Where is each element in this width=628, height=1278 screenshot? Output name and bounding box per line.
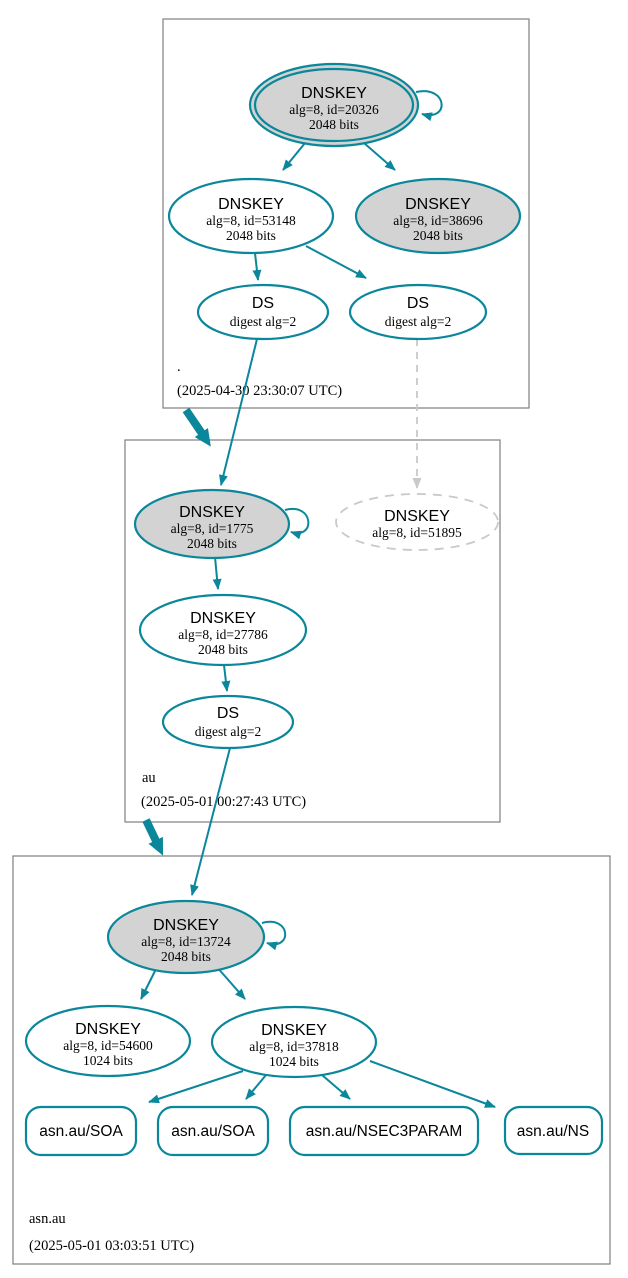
root-ds-right-ellipse <box>348 283 488 341</box>
zone-au-timestamp: (2025-05-01 00:27:43 UTC) <box>141 794 306 810</box>
asnau-zsk-detail2: 1024 bits <box>269 1054 319 1069</box>
au-ds-detail1: digest alg=2 <box>195 724 261 739</box>
edge-asnau-ksk-to-key54600 <box>140 966 158 1000</box>
edge-root-zsk-to-ds-left <box>252 252 262 281</box>
node-au-ds: DS digest alg=2 <box>161 694 295 750</box>
rrset-nsec3param-label: asn.au/NSEC3PARAM <box>306 1123 463 1140</box>
node-au-ksk-dnskey-1775: DNSKEY alg=8, id=1775 2048 bits <box>133 488 291 560</box>
node-root-ds-right: DS digest alg=2 <box>348 283 488 341</box>
node-au-missing-dnskey-51895: DNSKEY alg=8, id=51895 <box>335 493 499 551</box>
root-zsk-detail2: 2048 bits <box>226 228 276 243</box>
root-ksk-title: DNSKEY <box>301 85 367 102</box>
edge-zone-transition-root-to-au <box>182 407 211 447</box>
rrset-ns-label: asn.au/NS <box>517 1123 589 1140</box>
asnau-ksk-detail1: alg=8, id=13724 <box>141 934 231 949</box>
rrset-soa1-rect <box>24 1105 138 1157</box>
root-zsk-title: DNSKEY <box>218 196 284 213</box>
zone-au-label: au <box>142 770 156 786</box>
zone-asnau-timestamp: (2025-05-01 03:03:51 UTC) <box>29 1238 194 1254</box>
root-ds-right-title: DS <box>407 295 429 312</box>
node-root-dnskey-38696: DNSKEY alg=8, id=38696 2048 bits <box>354 177 522 255</box>
node-root-ds-left: DS digest alg=2 <box>196 283 330 341</box>
node-rrset-soa1: asn.au/SOA <box>24 1105 138 1157</box>
zone-asnau-label: asn.au <box>29 1211 66 1227</box>
root-ds-left-ellipse <box>196 283 330 341</box>
root-ksk-detail2: 2048 bits <box>309 117 359 132</box>
root-ds-right-detail1: digest alg=2 <box>385 314 451 329</box>
rrset-soa1-label: asn.au/SOA <box>39 1123 123 1140</box>
edge-zone-transition-au-to-asnau <box>142 818 164 856</box>
au-ksk-detail1: alg=8, id=1775 <box>171 521 254 536</box>
au-ds-title: DS <box>217 705 239 722</box>
rrset-nsec3param-rect <box>288 1105 480 1157</box>
root-key38696-detail2: 2048 bits <box>413 228 463 243</box>
asnau-zsk-ellipse <box>210 1005 378 1079</box>
zone-root-label: . <box>177 359 181 375</box>
edge-au-ksk-to-zsk <box>212 556 222 590</box>
zone-root-box <box>162 18 530 409</box>
edge-asnau-zsk-to-ns <box>369 1060 496 1108</box>
zone-root-timestamp: (2025-04-30 23:30:07 UTC) <box>177 383 342 399</box>
asnau-ksk-detail2: 2048 bits <box>161 949 211 964</box>
node-au-zsk-dnskey-27786: DNSKEY alg=8, id=27786 2048 bits <box>138 593 308 667</box>
edge-root-ksk-to-key38696 <box>363 142 396 171</box>
asnau-zsk-detail1: alg=8, id=37818 <box>249 1039 339 1054</box>
rrset-soa2-label: asn.au/SOA <box>171 1123 255 1140</box>
node-root-zsk-dnskey-53148: DNSKEY alg=8, id=53148 2048 bits <box>167 177 335 255</box>
asnau-ksk-title: DNSKEY <box>153 917 219 934</box>
au-zsk-ellipse <box>138 593 308 667</box>
zone-asnau-box <box>12 855 611 1265</box>
edge-asnau-zsk-to-soa2 <box>245 1074 267 1100</box>
au-ksk-title: DNSKEY <box>179 504 245 521</box>
edge-asnau-zsk-to-nsec3param <box>321 1074 351 1100</box>
edge-au-zsk-to-ds <box>221 664 231 692</box>
edge-root-ksk-selfloop <box>415 90 443 122</box>
root-key38696-ellipse <box>354 177 522 255</box>
root-ksk-detail1: alg=8, id=20326 <box>289 102 379 117</box>
asnau-key54600-detail1: alg=8, id=54600 <box>63 1038 153 1053</box>
asnau-ksk-ellipse <box>106 899 266 975</box>
edge-root-zsk-to-ds-right <box>305 245 367 279</box>
edge-asnau-zsk-to-soa1 <box>148 1070 244 1104</box>
asnau-key54600-detail2: 1024 bits <box>83 1053 133 1068</box>
node-rrset-ns: asn.au/NS <box>503 1105 604 1156</box>
node-asnau-ksk-dnskey-13724: DNSKEY alg=8, id=13724 2048 bits <box>106 899 266 975</box>
au-zsk-detail1: alg=8, id=27786 <box>178 627 268 642</box>
root-ds-left-detail1: digest alg=2 <box>230 314 296 329</box>
node-root-ksk-dnskey-20326: DNSKEY alg=8, id=20326 2048 bits <box>248 62 420 148</box>
zone-au-box <box>124 439 501 823</box>
au-ksk-detail2: 2048 bits <box>187 536 237 551</box>
root-key38696-title: DNSKEY <box>405 196 471 213</box>
root-key38696-detail1: alg=8, id=38696 <box>393 213 483 228</box>
au-missing-key-title: DNSKEY <box>384 508 450 525</box>
rrset-ns-rect <box>503 1105 604 1156</box>
edge-root-ds-to-au-ksk <box>219 338 258 486</box>
edge-au-ds-to-asnau-ksk <box>190 747 231 896</box>
edge-root-ksk-to-zsk <box>282 142 306 171</box>
au-ksk-ellipse <box>133 488 291 560</box>
node-asnau-zsk-dnskey-37818: DNSKEY alg=8, id=37818 1024 bits <box>210 1005 378 1079</box>
root-ksk-inner-ring <box>253 67 415 143</box>
root-zsk-detail1: alg=8, id=53148 <box>206 213 296 228</box>
edge-asnau-ksk-to-zsk <box>215 965 246 1000</box>
asnau-zsk-title: DNSKEY <box>261 1022 327 1039</box>
au-missing-key-detail1: alg=8, id=51895 <box>372 525 462 540</box>
edge-au-ksk-selfloop <box>284 507 310 540</box>
au-missing-key-ellipse <box>335 493 499 551</box>
node-rrset-nsec3param: asn.au/NSEC3PARAM <box>288 1105 480 1157</box>
au-zsk-detail2: 2048 bits <box>198 642 248 657</box>
root-ds-left-title: DS <box>252 295 274 312</box>
node-rrset-soa2: asn.au/SOA <box>156 1105 270 1157</box>
root-ksk-outer-ring <box>248 62 420 148</box>
au-ds-ellipse <box>161 694 295 750</box>
au-zsk-title: DNSKEY <box>190 610 256 627</box>
edge-asnau-ksk-selfloop <box>261 920 287 951</box>
asnau-key54600-ellipse <box>24 1004 192 1078</box>
root-zsk-ellipse <box>167 177 335 255</box>
rrset-soa2-rect <box>156 1105 270 1157</box>
asnau-key54600-title: DNSKEY <box>75 1021 141 1038</box>
node-asnau-dnskey-54600: DNSKEY alg=8, id=54600 1024 bits <box>24 1004 192 1078</box>
